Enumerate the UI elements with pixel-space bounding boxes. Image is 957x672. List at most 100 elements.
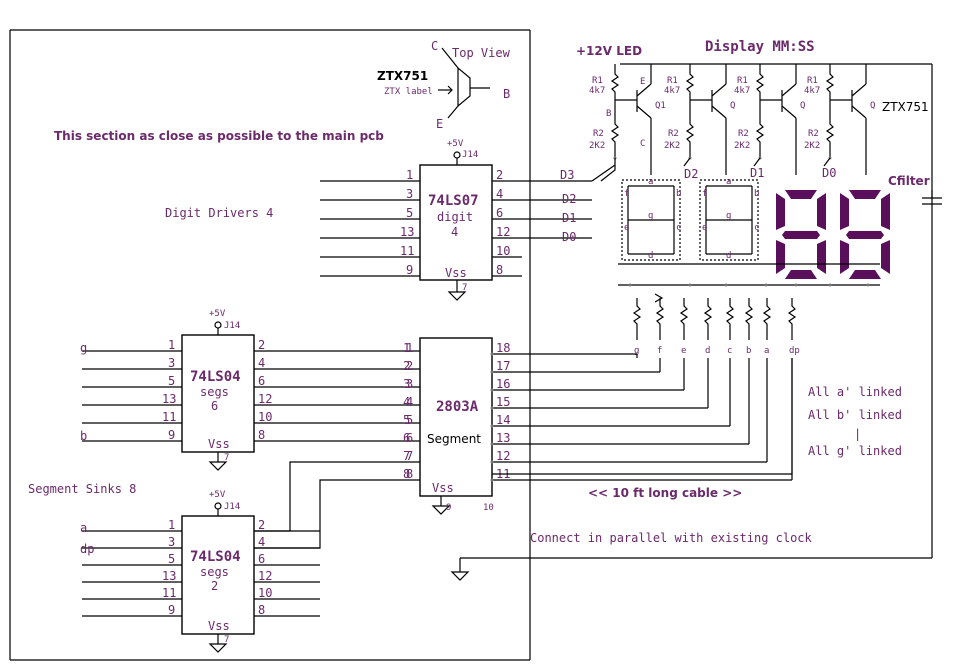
ls04a-pin-1: 1	[168, 338, 175, 352]
seg-label-b: b	[754, 189, 759, 199]
all-a-note: All a' linked	[808, 385, 902, 399]
cable-label: << 10 ft long cable >>	[588, 486, 742, 500]
digit-segments	[627, 185, 675, 255]
ic-2803a: 2803A Segment Vss 9 10	[419, 337, 494, 515]
ls07-pin-11: 11	[400, 244, 414, 258]
r1-value: 4k7	[589, 86, 605, 96]
ls07-pin-1: 1	[406, 168, 413, 182]
seg-resistor-label-d: d	[705, 346, 710, 356]
r1-resistor	[825, 64, 835, 100]
ztx751-top-label: ZTX751	[377, 69, 428, 83]
pin-c-label: C	[431, 39, 438, 53]
q1-pin-c: C	[640, 139, 645, 149]
r2-label: R2	[593, 129, 604, 139]
u2803-pin-3: 3	[406, 377, 413, 391]
r1-label: R1	[807, 76, 818, 86]
plus5v-ls04a: +5V	[209, 309, 226, 319]
ls04a-name: 74LS04	[190, 369, 241, 385]
seg-label-c: c	[676, 223, 681, 233]
ls07-sub2: 4	[451, 225, 458, 239]
r2-value: 2K2	[734, 141, 750, 151]
display-segment	[849, 190, 881, 199]
j14-ls04a: J14	[224, 321, 240, 331]
ls04a-pin-11: 11	[162, 410, 176, 424]
digit-outline	[699, 179, 759, 261]
junction	[490, 442, 494, 446]
display-segment	[846, 231, 884, 239]
j14-ls07: J14	[462, 150, 478, 160]
r2-label: R2	[668, 129, 679, 139]
r2-value: 2K2	[589, 141, 605, 151]
ls07-pin-3: 3	[406, 187, 413, 201]
ls07-pin-9: 9	[406, 263, 413, 277]
u2803-pin-17: 17	[496, 359, 510, 373]
display-segment	[776, 240, 785, 274]
junction	[490, 370, 494, 374]
display-segment	[840, 240, 849, 274]
r2-resistor	[685, 100, 695, 158]
ls07-pin-6: 6	[496, 206, 503, 220]
driver-in	[823, 157, 831, 167]
r2-resistor	[825, 100, 835, 158]
ls04b-pin-9: 9	[168, 603, 175, 617]
r1-resistor	[610, 64, 620, 100]
junction	[490, 424, 494, 428]
ztx751-q-label: ZTX751	[882, 100, 929, 114]
r2-label: R2	[808, 129, 819, 139]
ls04b-pin-5: 5	[168, 552, 175, 566]
seg-resistor-label-g: g	[634, 346, 639, 356]
ls07-vss: Vss	[445, 266, 467, 280]
ztx-label-text: ZTX label	[384, 87, 433, 97]
display-segment	[785, 190, 817, 199]
d1-out-label: D1	[562, 211, 576, 225]
ls04a-pin-6: 6	[258, 374, 265, 388]
plus5v-ls07: +5V	[447, 139, 464, 149]
ls04b-pin-8: 8	[258, 603, 265, 617]
u2803-left-num: 6	[403, 431, 410, 445]
ls04b-sub2: 2	[211, 579, 218, 593]
r1-resistor	[685, 64, 695, 100]
j14-ls04b: J14	[224, 502, 240, 512]
all-b-note: All b' linked	[808, 408, 902, 422]
seg-label-g: g	[726, 211, 731, 221]
r2-resistor	[755, 100, 765, 158]
u2803-pin-1: 1	[406, 341, 413, 355]
seg-label-f: f	[624, 189, 629, 199]
ls07-pin-12: 12	[496, 225, 510, 239]
seg-label-d: d	[726, 251, 731, 261]
ls04a-vss: Vss	[208, 437, 230, 451]
pin-e-label: E	[436, 117, 443, 131]
segment-sinks-label: Segment Sinks 8	[28, 482, 136, 496]
ls07-pin-2: 2	[496, 168, 503, 182]
seg-label-f: f	[702, 189, 707, 199]
u2803-left-num: 4	[403, 395, 410, 409]
ls07-name: 74LS07	[428, 193, 479, 209]
close-note: This section as close as possible to the…	[54, 129, 384, 143]
ls04b-pin-6: 6	[258, 552, 265, 566]
digit-0-display	[840, 190, 890, 279]
cfilter-label: Cfilter	[888, 174, 930, 188]
junction	[490, 460, 494, 464]
junction	[490, 388, 494, 392]
ls07-pin-5: 5	[406, 206, 413, 220]
seg-resistor-label-e: e	[681, 346, 686, 356]
display-title: Display MM:SS	[705, 39, 815, 55]
f-arrow	[654, 293, 664, 303]
ls04b-pin-3: 3	[168, 535, 175, 549]
ls04a-pin-2: 2	[258, 338, 265, 352]
ls07-pin-4: 4	[496, 187, 503, 201]
ic-74ls04-a: +5V J14 74LS04 segs 6 Vss 7	[181, 309, 255, 471]
ls04b-vss: Vss	[208, 619, 230, 633]
digit-segments	[705, 185, 753, 255]
driver-in	[683, 157, 691, 167]
top-view-label: Top View	[452, 46, 511, 60]
seg-resistor	[744, 298, 754, 340]
seg-label-a: a	[648, 177, 653, 187]
u2803-pin-15: 15	[496, 395, 510, 409]
seg-resistor	[655, 298, 665, 340]
display-segment	[776, 193, 785, 230]
